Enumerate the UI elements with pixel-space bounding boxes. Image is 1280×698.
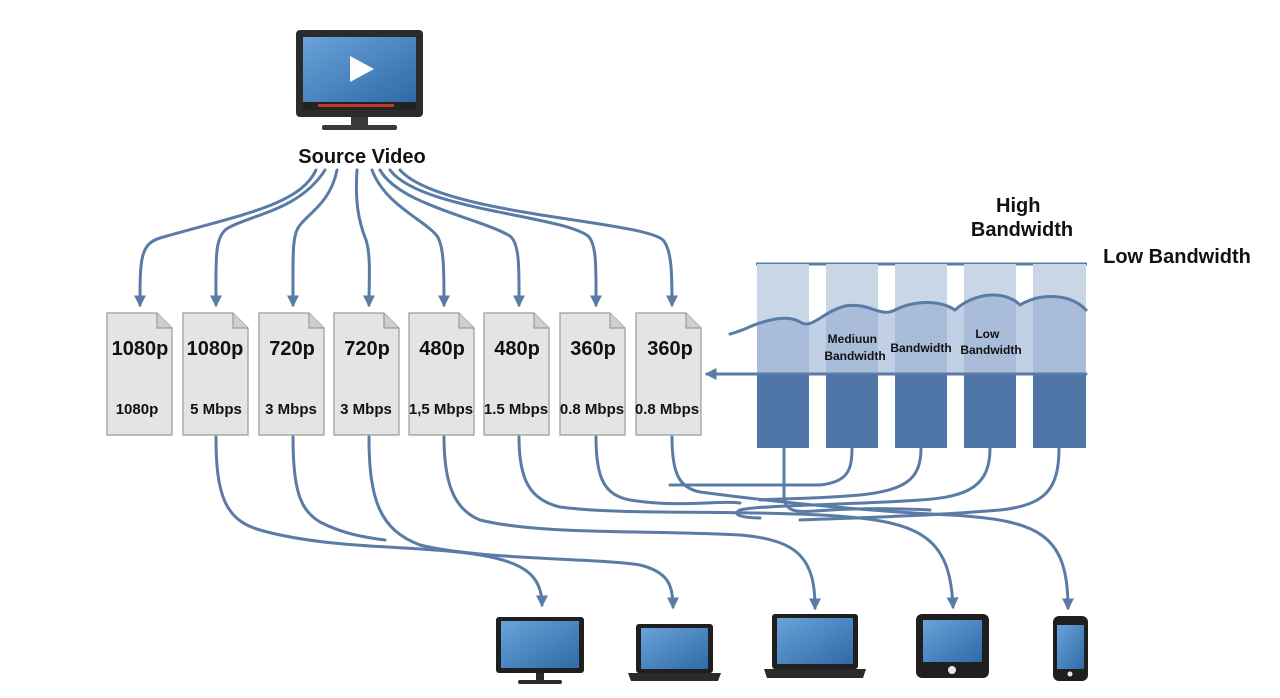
rendition-bitrate: 1,5 Mbps xyxy=(409,401,473,418)
rendition-to-device-arrows xyxy=(214,435,1074,611)
rendition-list: 1080p 1080p 1080p 5 Mbps 720p 3 Mbps 720… xyxy=(106,312,702,436)
rendition-bitrate: 1.5 Mbps xyxy=(484,401,548,418)
rendition-bitrate: 5 Mbps xyxy=(190,401,242,418)
rendition-bitrate: 1080p xyxy=(116,401,159,418)
bar-label-bandwidth: Bandwidth xyxy=(890,341,951,355)
monitor-icon xyxy=(496,617,584,684)
rendition-resolution: 360p xyxy=(647,338,693,360)
rendition-card: 360p 0.8 Mbps xyxy=(559,312,626,436)
source-video-label: Source Video xyxy=(298,146,425,168)
rendition-resolution: 480p xyxy=(494,338,540,360)
laptop-icon xyxy=(628,624,721,681)
rendition-bitrate: 3 Mbps xyxy=(265,401,317,418)
high-bandwidth-line1: High xyxy=(996,195,1040,217)
rendition-bitrate: 3 Mbps xyxy=(340,401,392,418)
bar-label-low-line1: Low xyxy=(975,327,1000,341)
rendition-card: 480p 1.5 Mbps xyxy=(483,312,550,436)
source-video-monitor-icon xyxy=(296,30,423,130)
high-bandwidth-label: High Bandwidth xyxy=(971,195,1073,241)
bandwidth-chart: Mediuun Bandwidth Bandwidth Low Bandwidt… xyxy=(704,262,1088,448)
bar-label-low-line2: Bandwidth xyxy=(960,343,1021,357)
rendition-card: 480p 1,5 Mbps xyxy=(408,312,475,436)
rendition-card: 720p 3 Mbps xyxy=(258,312,325,436)
rendition-resolution: 1080p xyxy=(187,338,244,360)
smartphone-icon xyxy=(1053,616,1088,681)
rendition-card: 720p 3 Mbps xyxy=(333,312,400,436)
rendition-card: 1080p 1080p xyxy=(106,312,173,436)
rendition-bitrate: 0.8 Mbps xyxy=(635,401,699,418)
rendition-resolution: 360p xyxy=(570,338,616,360)
bar-label-medium-line1: Mediuun xyxy=(828,332,877,346)
device-list xyxy=(496,614,1088,684)
bar-label-medium-bandwidth: Mediuun Bandwidth xyxy=(824,332,885,363)
play-icon xyxy=(350,56,374,82)
rendition-resolution: 720p xyxy=(269,338,315,360)
high-bandwidth-line2: Bandwidth xyxy=(971,219,1073,241)
rendition-resolution: 720p xyxy=(344,338,390,360)
bandwidth-curve xyxy=(728,293,1088,336)
rendition-card: 1080p 5 Mbps xyxy=(182,312,249,436)
rendition-resolution: 1080p xyxy=(112,338,169,360)
tablet-icon xyxy=(916,614,989,678)
rendition-bitrate: 0.8 Mbps xyxy=(560,401,624,418)
low-bandwidth-label: Low Bandwidth xyxy=(1103,246,1251,268)
bar-label-medium-line2: Bandwidth xyxy=(824,349,885,363)
bar-label-low-bandwidth: Low Bandwidth xyxy=(960,327,1021,357)
rendition-resolution: 480p xyxy=(419,338,465,360)
laptop-icon xyxy=(764,614,866,678)
rendition-card: 360p 0.8 Mbps xyxy=(635,312,702,436)
source-to-renditions-arrows xyxy=(134,168,678,308)
